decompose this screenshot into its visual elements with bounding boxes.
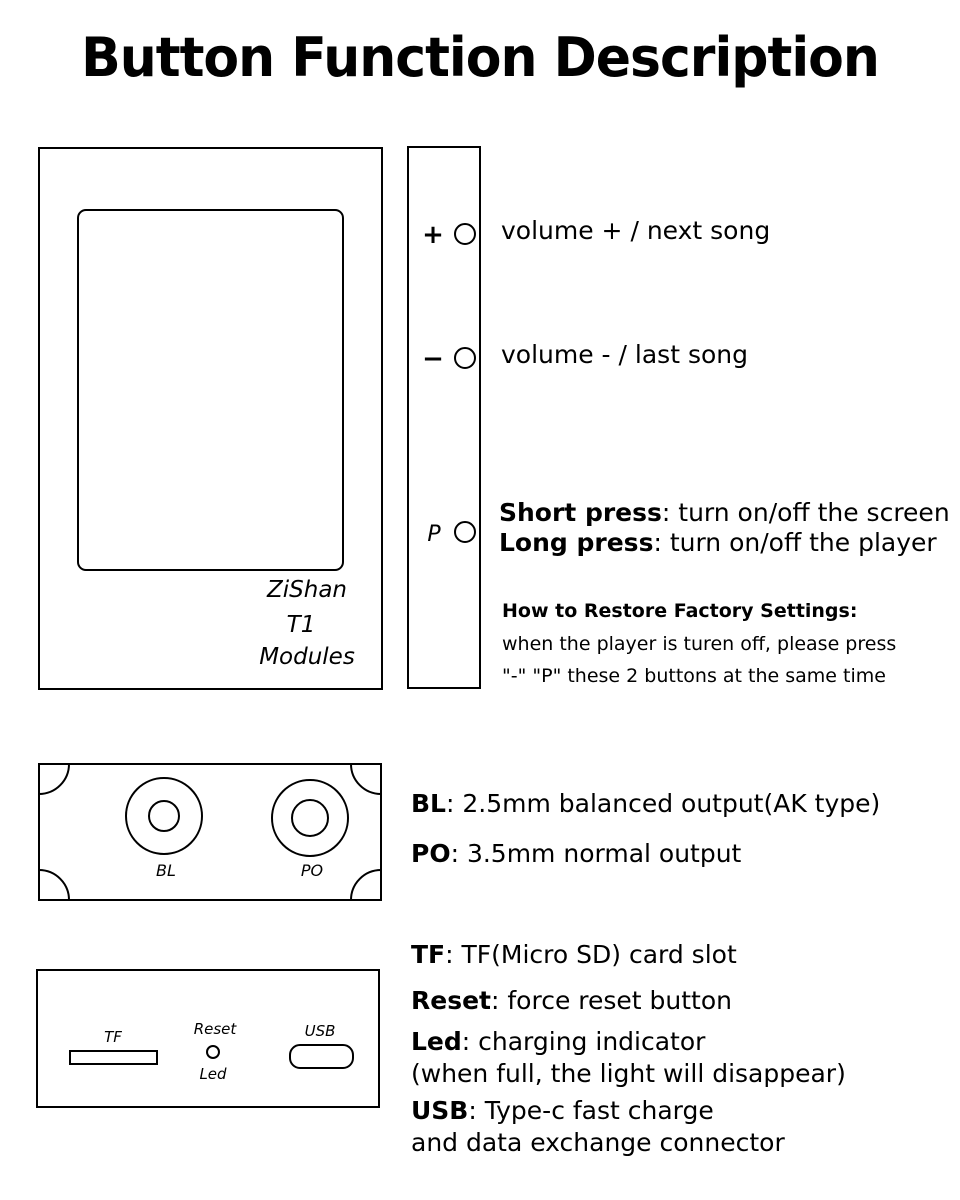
power-symbol: P	[427, 522, 441, 547]
tf-slot-icon	[69, 1050, 158, 1065]
bl-desc: BL: 2.5mm balanced output(AK type)	[411, 789, 881, 818]
led-desc-2: (when full, the light will disappear)	[411, 1059, 846, 1088]
minus-symbol: −	[422, 344, 444, 374]
modules-text: Modules	[259, 644, 355, 670]
brand-text: ZiShan	[266, 577, 347, 603]
model-text: T1	[287, 612, 316, 638]
screen-outline	[77, 209, 344, 571]
short-press-desc: Short press: turn on/off the screen	[499, 498, 950, 527]
reset-port-label: Reset	[194, 1020, 238, 1038]
volume-down-button-icon	[454, 347, 476, 369]
bl-port-label: BL	[156, 861, 176, 880]
usb-port-label: USB	[305, 1022, 336, 1040]
usb-desc: USB: Type-c fast charge	[411, 1096, 714, 1125]
usb-c-port-icon	[289, 1044, 354, 1069]
device-front-outline	[38, 147, 383, 690]
top-ports-outline	[38, 763, 382, 901]
reset-desc: Reset: force reset button	[411, 986, 732, 1015]
po-port-label: PO	[301, 861, 323, 880]
po-desc: PO: 3.5mm normal output	[411, 839, 742, 868]
led-desc: Led: charging indicator	[411, 1027, 706, 1056]
long-press-desc: Long press: turn on/off the player	[499, 528, 937, 557]
tf-desc: TF: TF(Micro SD) card slot	[411, 940, 737, 969]
tf-port-label: TF	[104, 1028, 122, 1046]
volume-up-button-icon	[454, 223, 476, 245]
restore-heading: How to Restore Factory Settings:	[502, 600, 858, 622]
bottom-ports-outline	[36, 969, 380, 1108]
usb-desc-2: and data exchange connector	[411, 1128, 785, 1157]
device-side-outline	[407, 146, 481, 689]
power-button-icon	[454, 521, 476, 543]
restore-line-2: "-" "P" these 2 buttons at the same time	[502, 665, 886, 687]
restore-line-1: when the player is turen off, please pre…	[502, 633, 897, 655]
reset-hole-icon	[206, 1045, 220, 1059]
volume-down-desc: volume - / last song	[501, 340, 748, 369]
plus-symbol: +	[422, 220, 444, 250]
bl-jack-icon	[125, 777, 203, 855]
led-port-label: Led	[199, 1065, 227, 1083]
volume-up-desc: volume + / next song	[501, 216, 771, 245]
page-title: Button Function Description	[81, 26, 880, 90]
po-jack-icon	[271, 779, 349, 857]
